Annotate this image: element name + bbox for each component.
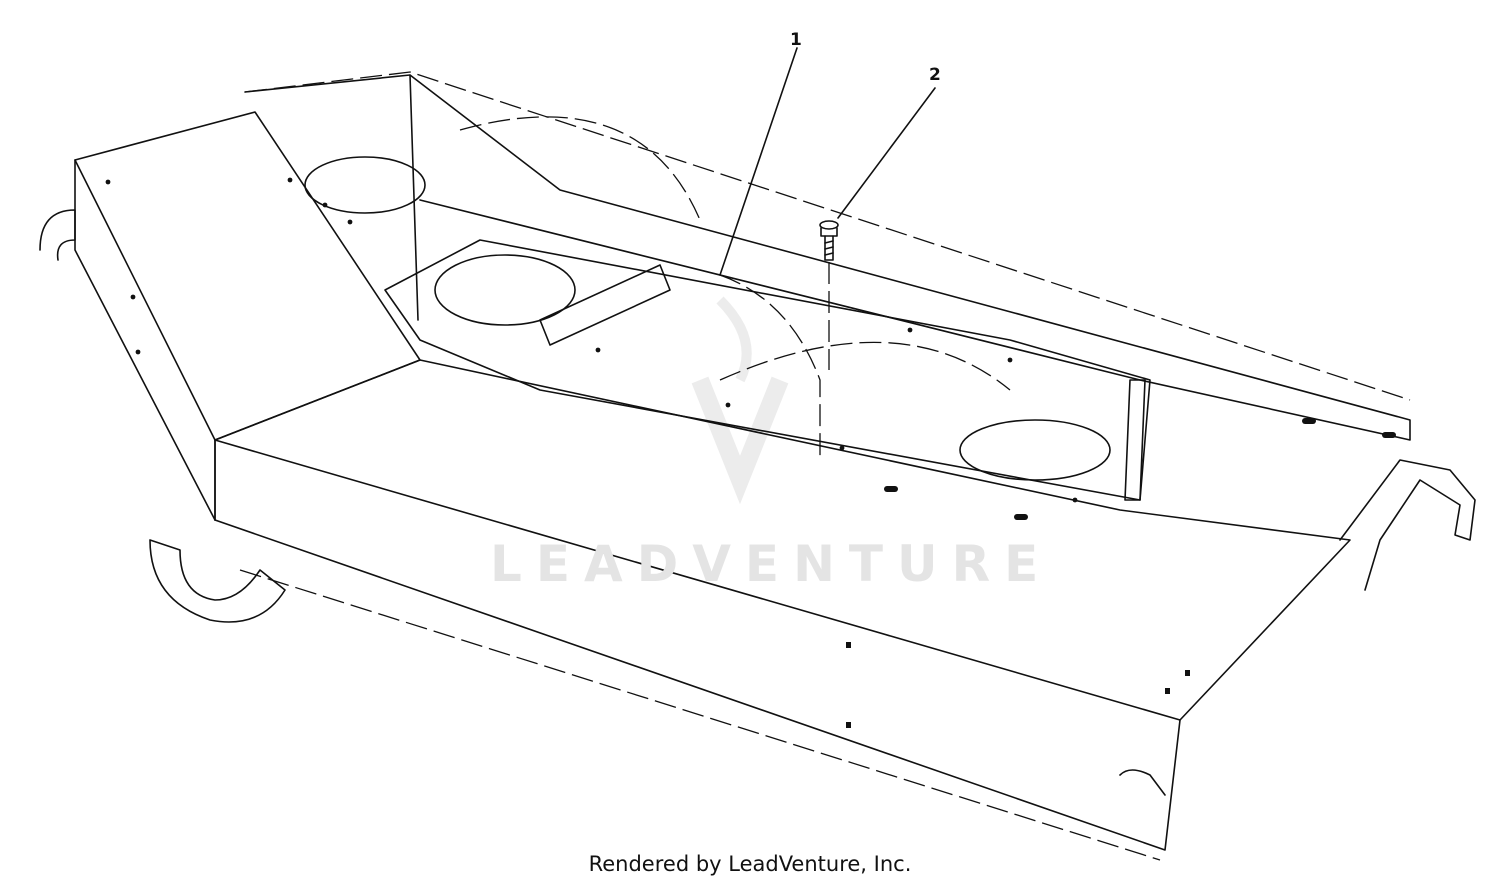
leadventure-logo-watermark xyxy=(691,296,789,505)
footer-credit: Rendered by LeadVenture, Inc. xyxy=(588,852,912,876)
front-roller-hook-left xyxy=(149,539,286,623)
leader-line-1 xyxy=(719,47,798,276)
blade-opening-left xyxy=(304,156,426,214)
callout-number-1: 1 xyxy=(790,30,802,50)
watermark-text: LEADVENTURE xyxy=(490,535,1053,593)
callout-number-2: 2 xyxy=(929,65,941,85)
blade-opening-right xyxy=(959,419,1111,481)
deck-front-skirt xyxy=(214,519,1181,851)
flange-bolt-part-2 xyxy=(819,220,839,370)
rear-hook-right xyxy=(1119,769,1166,796)
deck-top-surface xyxy=(214,359,1351,721)
mounting-holes xyxy=(105,177,1396,728)
leader-line-2 xyxy=(837,87,936,219)
deck-right-bracket xyxy=(1339,459,1476,591)
deck-left-side-panel xyxy=(74,111,421,441)
deck-mid-platform xyxy=(384,239,1151,501)
deck-upper-rear-panel xyxy=(244,74,1411,441)
blade-opening-center xyxy=(434,254,576,326)
